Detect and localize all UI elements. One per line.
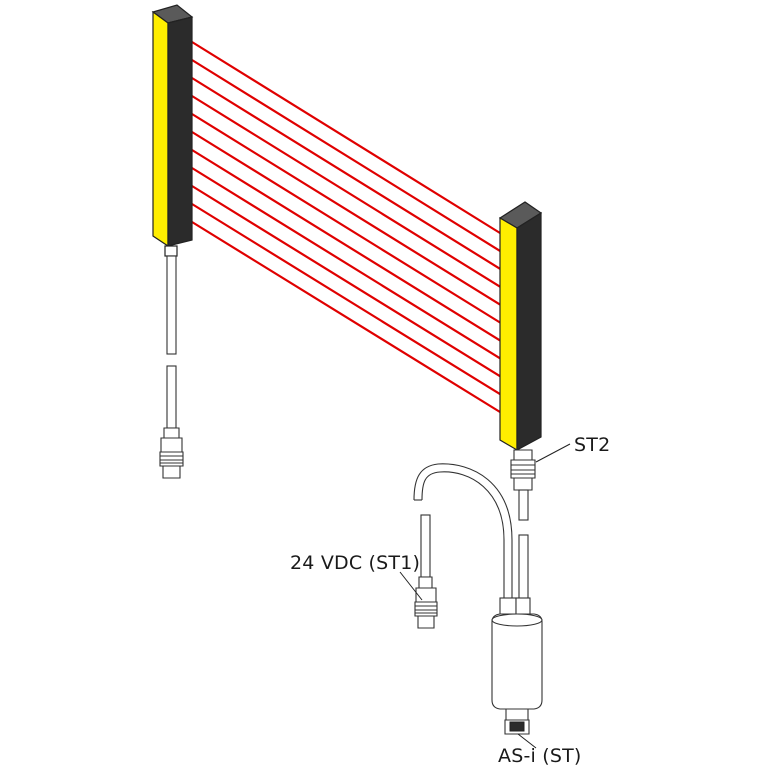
label-asi-st: AS-i (ST)	[498, 745, 582, 767]
light-beams	[190, 40, 502, 414]
receiver-dark-face	[516, 211, 542, 452]
power-cable	[413, 463, 513, 629]
light-beam	[190, 76, 502, 270]
light-beam	[190, 202, 502, 396]
light-beam	[190, 94, 502, 288]
emitter-yellow-face	[152, 10, 169, 248]
label-24vdc-st1: 24 VDC (ST1)	[290, 552, 420, 574]
emitter-dark-face	[167, 16, 193, 247]
receiver-yellow-face	[499, 216, 518, 452]
light-beam	[190, 148, 502, 342]
receiver-connector-st2	[510, 449, 536, 606]
asi-leader	[517, 733, 537, 749]
light-beam	[190, 220, 502, 414]
light-beam	[190, 130, 502, 324]
emitter-cable	[159, 255, 184, 479]
asi-module	[491, 597, 543, 735]
emitter-cable-gland	[164, 245, 178, 257]
st2-leader	[535, 443, 571, 463]
light-beam	[190, 40, 502, 235]
light-beam	[190, 166, 502, 360]
light-beam	[190, 184, 502, 378]
label-st2: ST2	[574, 434, 610, 456]
receiver-column	[498, 201, 543, 452]
st1-leader	[399, 571, 423, 601]
light-beam	[190, 58, 502, 252]
light-beam	[190, 112, 502, 306]
emitter-column	[151, 4, 194, 257]
